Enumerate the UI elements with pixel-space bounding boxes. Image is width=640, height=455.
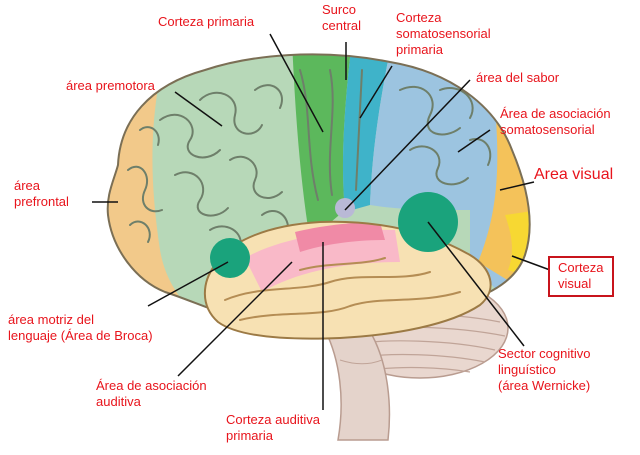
label-corteza-somatosensorial-primaria: Corteza somatosensorial primaria — [396, 10, 491, 57]
leader-line-corteza-primaria — [269, 33, 324, 133]
label-corteza-primaria: Corteza primaria — [158, 14, 255, 29]
leader-line-area-visual — [499, 181, 535, 191]
label-area-asociacion-auditiva: Área de asociación auditiva — [96, 378, 207, 409]
leader-line-area-broca — [147, 261, 229, 307]
label-area-asociacion-somatosensorial: Área de asociación somatosensorial — [500, 106, 611, 137]
label-corteza-auditiva-primaria: Corteza auditiva primaria — [226, 412, 320, 443]
primary-auditory-region — [295, 222, 385, 252]
leader-line-area-del-sabor — [344, 79, 471, 211]
label-area-motriz-lenguaje: área motriz del lenguaje (Área de Broca) — [8, 312, 153, 343]
primary-visual-region — [505, 210, 530, 280]
leader-line-area-wernicke — [427, 221, 525, 347]
primary-somatosensory-region — [342, 54, 392, 212]
leader-lines — [92, 33, 551, 410]
primary-motor-region — [292, 54, 352, 240]
leader-line-corteza-visual — [511, 255, 551, 271]
label-corteza-visual: Corteza visual — [548, 256, 614, 297]
label-area-del-sabor: área del sabor — [476, 70, 560, 85]
leader-line-asociacion-auditiva — [177, 261, 293, 377]
label-surco-central: Surco central — [322, 2, 362, 33]
leader-line-area-premotora — [174, 91, 223, 127]
label-area-prefrontal: área prefrontal — [14, 178, 69, 209]
taste-area — [335, 198, 355, 218]
leader-line-corteza-somatosensorial — [359, 65, 393, 119]
leader-line-asociacion-somatosensorial — [457, 129, 491, 153]
label-area-visual: Area visual — [534, 166, 614, 183]
broca-area — [210, 238, 250, 278]
brainstem — [323, 329, 391, 441]
label-area-premotora: área premotora — [66, 78, 155, 93]
label-sector-cognitivo-linguistico: Sector cognitivo linguístico (área Werni… — [498, 346, 591, 393]
